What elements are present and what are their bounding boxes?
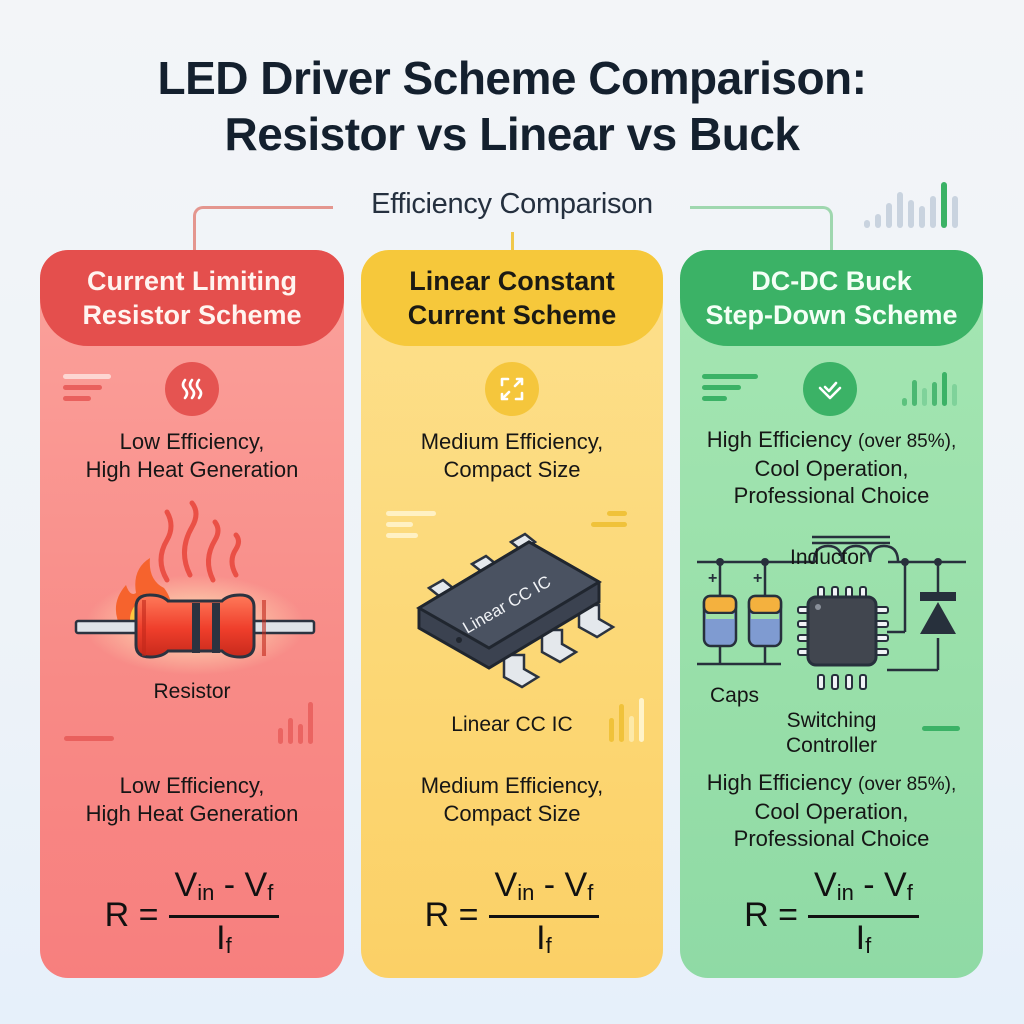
mini-bar-chart-icon — [278, 700, 313, 744]
decorative-lines — [386, 511, 436, 538]
component-label: Linear CC IC — [451, 713, 573, 736]
switching-controller-label: Switching Controller — [786, 709, 878, 757]
decorative-lines — [63, 374, 111, 401]
mini-bar-chart-icon — [902, 370, 957, 406]
efficiency-comparison-label: Efficiency Comparison — [371, 188, 653, 220]
resistor-formula: R = Vin - Vf If — [361, 866, 663, 960]
description-top: High Efficiency (over 85%), Cool Operati… — [706, 427, 957, 508]
svg-text:+: + — [753, 570, 762, 587]
card-header: Current Limiting Resistor Scheme — [40, 250, 344, 346]
resistor-formula: R = Vin - Vf If — [680, 866, 983, 960]
card-buck-scheme: DC-DC Buck Step-Down Scheme High Efficie… — [680, 250, 983, 978]
bar-chart-icon — [864, 182, 958, 228]
card-resistor-scheme: Current Limiting Resistor Scheme Low Eff… — [40, 250, 344, 978]
connector-yellow — [511, 232, 514, 252]
decorative-line — [64, 736, 114, 741]
card-header: DC-DC Buck Step-Down Scheme — [680, 250, 983, 346]
decorative-lines — [702, 374, 758, 401]
decorative-line — [922, 726, 960, 731]
connector-green — [690, 206, 833, 252]
buck-circuit-illustration: + + — [697, 535, 966, 690]
card-header: Linear Constant Current Scheme — [361, 250, 663, 346]
description-bottom: Low Efficiency, High Heat Generation — [85, 773, 299, 826]
mini-bar-chart-icon — [609, 698, 644, 742]
card-linear-scheme: Linear Constant Current Scheme Medium Ef… — [361, 250, 663, 978]
description-top: Medium Efficiency, Compact Size — [420, 429, 604, 482]
description-bottom: Medium Efficiency, Compact Size — [420, 773, 604, 826]
caps-label: Caps — [710, 684, 760, 707]
heat-icon — [165, 362, 219, 416]
svg-text:+: + — [708, 570, 717, 587]
ic-chip-illustration: Linear CC IC — [416, 532, 616, 689]
description-top: Low Efficiency, High Heat Generation — [85, 429, 299, 482]
decorative-lines-right — [591, 511, 627, 527]
resistor-formula: R = Vin - Vf If — [40, 866, 344, 960]
inductor-label: Inductor — [790, 546, 866, 569]
component-label: Resistor — [153, 680, 231, 703]
page-title: LED Driver Scheme Comparison: Resistor v… — [157, 52, 867, 160]
check-badge-icon — [803, 362, 857, 416]
compact-expand-icon — [485, 362, 539, 416]
resistor-illustration — [74, 500, 316, 675]
description-bottom: High Efficiency (over 85%), Cool Operati… — [706, 770, 957, 851]
connector-red — [193, 206, 333, 252]
